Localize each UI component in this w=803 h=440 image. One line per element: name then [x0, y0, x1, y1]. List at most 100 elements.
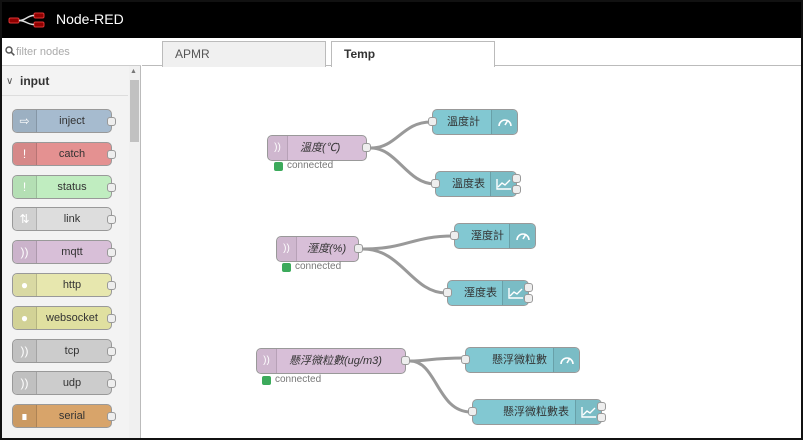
- output-port[interactable]: [524, 294, 533, 303]
- exclamation-icon: !: [13, 143, 37, 165]
- output-port: [107, 281, 116, 290]
- output-port[interactable]: [524, 283, 533, 292]
- output-port[interactable]: [597, 402, 606, 411]
- status-text: connected: [287, 160, 334, 171]
- output-port: [107, 150, 116, 159]
- wire[interactable]: [362, 234, 454, 251]
- output-port: [107, 215, 116, 224]
- input-port[interactable]: [461, 355, 470, 364]
- input-port[interactable]: [443, 288, 452, 297]
- flow-workspace[interactable]: )) 溫度(℃) connected )) 溼度(%) connected ))…: [142, 67, 801, 438]
- palette-node-label: link: [63, 213, 81, 225]
- input-port[interactable]: [450, 231, 459, 240]
- scroll-thumb[interactable]: [130, 80, 139, 142]
- line-chart-icon: [575, 400, 601, 424]
- workspace-tabs: APMR Temp: [142, 38, 801, 68]
- bridge-icon: )): [257, 349, 277, 373]
- exclamation-icon: !: [13, 176, 37, 198]
- node-label: 溼度(%): [307, 243, 347, 255]
- output-port[interactable]: [597, 413, 606, 422]
- node-label: 溫度計: [447, 116, 480, 128]
- status-dot: [282, 263, 291, 272]
- flow-wires: [362, 120, 472, 414]
- app-title: Node-RED: [56, 11, 124, 27]
- palette-node-catch[interactable]: !catch: [12, 142, 116, 166]
- input-port[interactable]: [428, 117, 437, 126]
- output-port: [107, 412, 116, 421]
- mqtt-in-node[interactable]: )) 懸浮微粒數(ug/m3): [256, 348, 410, 374]
- bridge-icon: )): [13, 340, 37, 362]
- palette-node-label: mqtt: [61, 246, 83, 258]
- status-dot: [274, 162, 283, 171]
- palette-scrollbar[interactable]: ▲: [129, 66, 140, 438]
- wire[interactable]: [370, 120, 432, 150]
- globe-icon: ●: [13, 274, 37, 296]
- input-port[interactable]: [468, 407, 477, 416]
- chart-node[interactable]: 溼度表: [443, 280, 533, 306]
- bridge-icon: )): [13, 372, 37, 394]
- line-chart-icon: [502, 281, 528, 305]
- chart-node[interactable]: 懸浮微粒數表: [468, 399, 606, 425]
- wire[interactable]: [409, 359, 472, 414]
- output-port: [107, 379, 116, 388]
- wire[interactable]: [362, 247, 447, 295]
- gauge-node[interactable]: 溼度計: [450, 223, 536, 249]
- gauge-node[interactable]: 溫度計: [428, 109, 518, 135]
- category-header-input[interactable]: ∨ input: [2, 66, 128, 96]
- output-port[interactable]: [362, 143, 371, 152]
- output-port[interactable]: [354, 244, 363, 253]
- node-label: 懸浮微粒數表: [503, 406, 569, 418]
- node-label: 懸浮微粒數: [492, 354, 547, 366]
- tab-temp[interactable]: Temp: [331, 41, 495, 68]
- output-port: [107, 248, 116, 257]
- chevron-down-icon: ∨: [6, 76, 14, 87]
- palette-search: [2, 38, 141, 66]
- palette-node-udp[interactable]: )) udp: [12, 371, 116, 395]
- node-red-logo-icon: [8, 12, 45, 28]
- output-port[interactable]: [512, 174, 521, 183]
- palette-node-tcp[interactable]: )) tcp: [12, 339, 116, 363]
- palette-node-http[interactable]: ●http: [12, 273, 116, 297]
- status-text: connected: [275, 374, 322, 385]
- filter-nodes-input[interactable]: [16, 42, 136, 62]
- palette-node-label: status: [57, 181, 87, 193]
- node-label: 懸浮微粒數(ug/m3): [289, 355, 382, 367]
- node-label: 溫度(℃): [300, 142, 341, 154]
- output-port[interactable]: [512, 185, 521, 194]
- palette-node-label: udp: [62, 377, 82, 389]
- node-palette: ∨ input ▲ ⇨ inject !catch! status ⇅ link)) mqt…: [2, 38, 141, 438]
- palette-node-label: websocket: [46, 312, 98, 324]
- output-port: [107, 117, 116, 126]
- palette-node-label: inject: [59, 115, 85, 127]
- gauge-node[interactable]: 懸浮微粒數: [461, 347, 580, 373]
- output-port: [107, 314, 116, 323]
- mqtt-in-node[interactable]: )) 溫度(℃): [267, 135, 371, 161]
- output-port: [107, 347, 116, 356]
- mqtt-in-node[interactable]: )) 溼度(%): [276, 236, 363, 262]
- palette-node-status[interactable]: ! status: [12, 175, 116, 199]
- link-icon: ⇅: [13, 208, 37, 230]
- chart-node[interactable]: 溫度表: [431, 171, 521, 197]
- wire[interactable]: [370, 146, 436, 186]
- input-port[interactable]: [431, 179, 440, 188]
- palette-node-link[interactable]: ⇅ link: [12, 207, 116, 231]
- status-dot: [262, 376, 271, 385]
- bridge-icon: )): [277, 237, 297, 261]
- bridge-icon: )): [13, 241, 37, 263]
- search-icon: [5, 46, 15, 56]
- palette-node-websocket[interactable]: ●websocket: [12, 306, 116, 330]
- wire[interactable]: [409, 356, 465, 363]
- output-port[interactable]: [401, 356, 410, 365]
- palette-node-inject[interactable]: ⇨ inject: [12, 109, 116, 133]
- scroll-up-arrow-icon[interactable]: ▲: [130, 68, 137, 75]
- node-label: 溼度表: [464, 287, 497, 299]
- category-label: input: [20, 74, 50, 88]
- palette-node-label: tcp: [64, 345, 80, 357]
- tab-apmr[interactable]: APMR: [162, 41, 326, 67]
- palette-node-mqtt[interactable]: )) mqtt: [12, 240, 116, 264]
- palette-node-serial[interactable]: ∎serial: [12, 404, 116, 428]
- arrow-right-icon: ⇨: [13, 110, 37, 132]
- output-port: [107, 183, 116, 192]
- gauge-icon: [509, 224, 535, 248]
